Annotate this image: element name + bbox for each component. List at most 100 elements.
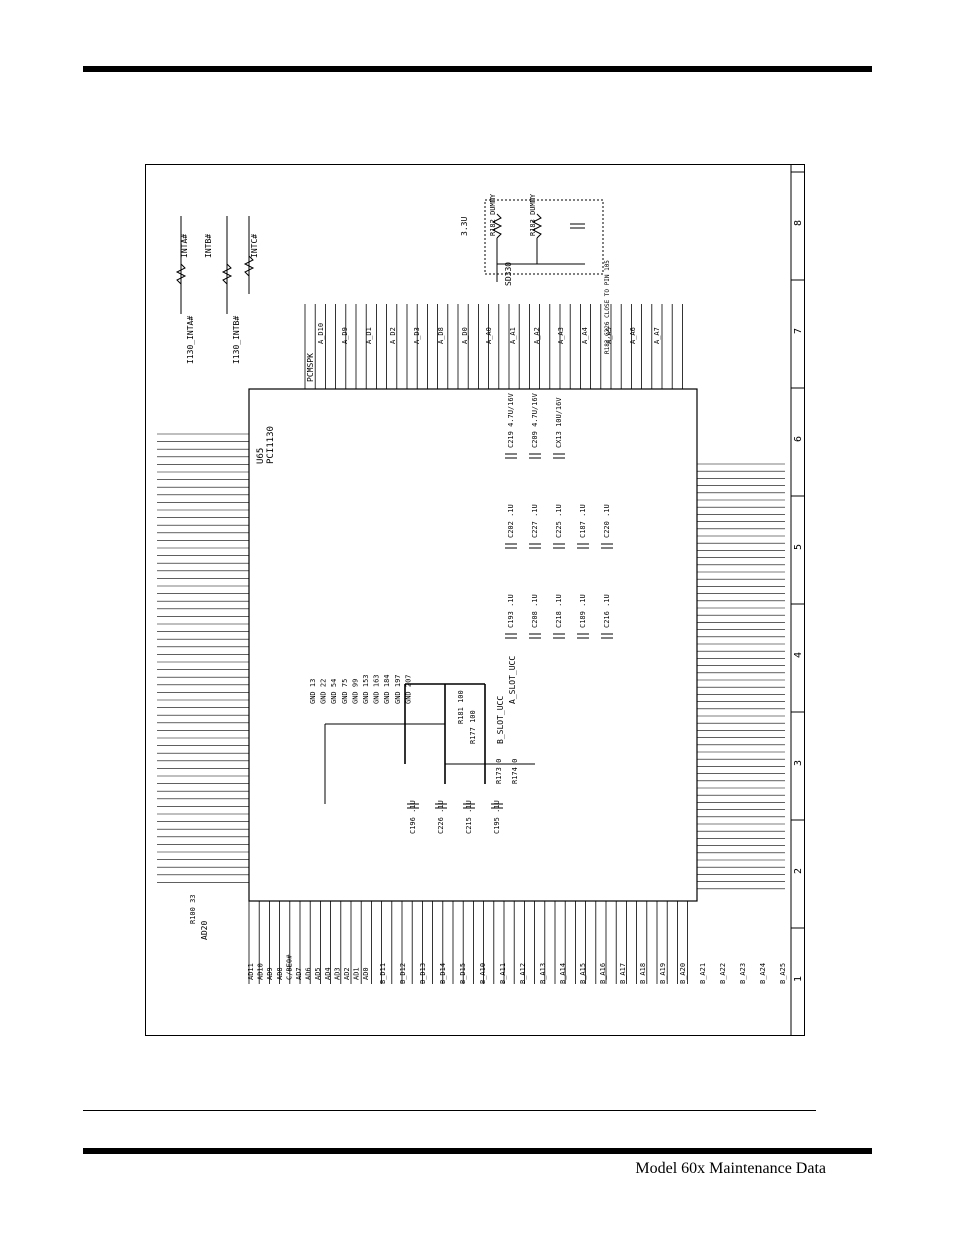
gnd-pin-label: GND 197 [394,674,402,704]
grid-number: 1 [793,976,804,982]
grid-number: 5 [793,544,804,550]
net-pcm-spk: PCMSPK [306,353,315,382]
pin-label-bottom: B_A21 [699,963,707,984]
pin-label-bottom: B_A10 [479,963,487,984]
cap-label-upper: C189 .1U [579,594,587,628]
cap-label-upper: C187 .1U [579,504,587,538]
pin-label-top: A_D9 [341,327,349,344]
net-sdclk: SD330 [504,262,513,286]
int-resistors [175,216,255,314]
net-intc: INTC# [250,234,259,258]
cap-label-upper: C193 .1U [507,594,515,628]
pin-label-bottom: B_D12 [399,963,407,984]
pin-label-bottom: B_A12 [519,963,527,984]
net-inta: INTA# [180,234,189,258]
pin-label-bottom: B_A11 [499,963,507,984]
pin-label-bottom: B_D14 [439,963,447,984]
pin-label-bottom-left: AD7 [295,967,303,980]
pin-label-bottom-left: AD2 [343,967,351,980]
grid-number: 7 [793,328,804,334]
footer-rule [83,1148,872,1154]
pin-label-bottom-left: AD9 [266,967,274,980]
pin-label-top: A_D8 [437,327,445,344]
gnd-pin-label: GND 54 [330,679,338,704]
pin-label-bottom: B_A19 [659,963,667,984]
gnd-pin-label: GND 184 [383,674,391,704]
pin-label-bottom-left: C/BE0# [285,954,293,980]
pin-label-bottom: B_A15 [579,963,587,984]
cap-label-lower: C196 .1U [409,800,417,834]
chip-ref: U65 [256,448,266,464]
pin-label-bottom: B_A22 [719,963,727,984]
pin-label-bottom-left: AD11 [247,963,255,980]
cap-label-lower: C195 .1U [493,800,501,834]
grid-number: 2 [793,868,804,874]
resistor-label: R100 33 [189,894,197,924]
resistor-label: R173 0 [495,759,503,784]
top-resistor-cluster [484,199,604,282]
pin-label-top: A_A4 [581,327,589,344]
pin-label-bottom-left: AD0 [362,967,370,980]
pin-label-bottom: B_D11 [379,963,387,984]
pin-label-top: A_D0 [461,327,469,344]
pin-label-bottom: B_D13 [419,963,427,984]
cap-label-upper: C218 .1U [555,594,563,628]
resistor-label: R183 DUMMY [529,193,537,236]
resistor-label: R177 100 [469,710,477,744]
pin-label-bottom: B_D15 [459,963,467,984]
cap-label-upper: C216 .1U [603,594,611,628]
net-int-pin2: I130_INTB# [232,316,241,364]
gnd-pin-label: GND 163 [373,674,381,704]
cap-label-upper: C202 .1U [507,504,515,538]
chip-part: PCI1130 [266,426,276,464]
pin-label-bottom: B_A18 [639,963,647,984]
grid-number: 8 [793,220,804,226]
cap-label-upper: C227 .1U [531,504,539,538]
gnd-pin-label: GND 153 [362,674,370,704]
footer-thin-rule [83,1110,816,1111]
grid-number: 4 [793,652,804,658]
pin-label-top: A_A7 [653,327,661,344]
pin-label-bottom: B_A24 [759,963,767,984]
cap-label-lower: C226 .1U [437,800,445,834]
pin-label-bottom-left: AD4 [324,967,332,980]
net-a-slot-vcc: A_SLOT_UCC [508,656,517,704]
gnd-pin-label: GND 75 [341,679,349,704]
cap-label-upper: C225 .1U [555,504,563,538]
net-rail: 3.3U [460,217,469,236]
cap-label-upper: C209 4.7U/16V [531,392,539,448]
gnd-pin-label: GND 99 [351,679,359,704]
cap-note: R183,C226 CLOSE TO PIN 105 [604,260,611,354]
net-slot-vcc: B_SLOT_UCC [496,696,505,744]
grid-number: 3 [793,760,804,766]
footer-title: Model 60x Maintenance Data [635,1160,826,1177]
pin-label-top: A_A0 [485,327,493,344]
pin-label-bottom: B_A16 [599,963,607,984]
gnd-pin-label: GND 13 [309,679,317,704]
gnd-pin-label: GND 207 [404,674,412,704]
pin-label-bottom: B_A20 [679,963,687,984]
cap-label-upper: C220 .1U [603,504,611,538]
pin-label-bottom-left: AD1 [353,967,361,980]
pin-label-bottom: B_A25 [779,963,787,984]
resistor-label: R181 100 [457,690,465,724]
pin-label-top: A_A5 [605,327,613,344]
pin-label-bottom: B_A17 [619,963,627,984]
pin-label-top: A_D2 [389,327,397,344]
gnd-pin-label: GND 22 [320,679,328,704]
cap-label-upper: CX13 10U/16V [555,397,563,448]
vcc-bus [324,683,535,804]
grid-number: 6 [793,436,804,442]
resistor-label: R174 0 [511,759,519,784]
pin-label-top: A_A2 [533,327,541,344]
pin-label-bottom-left: AD6 [305,967,313,980]
pin-label-top: A_A1 [509,327,517,344]
pin-label-bottom-left: AD8 [276,967,284,980]
resistor-label: R182 DUMMY [489,193,497,236]
pin-label-top: A_A6 [629,327,637,344]
header-rule [83,66,872,72]
net-ad: AD20 [200,921,209,940]
cap-label-upper: C208 .1U [531,594,539,628]
